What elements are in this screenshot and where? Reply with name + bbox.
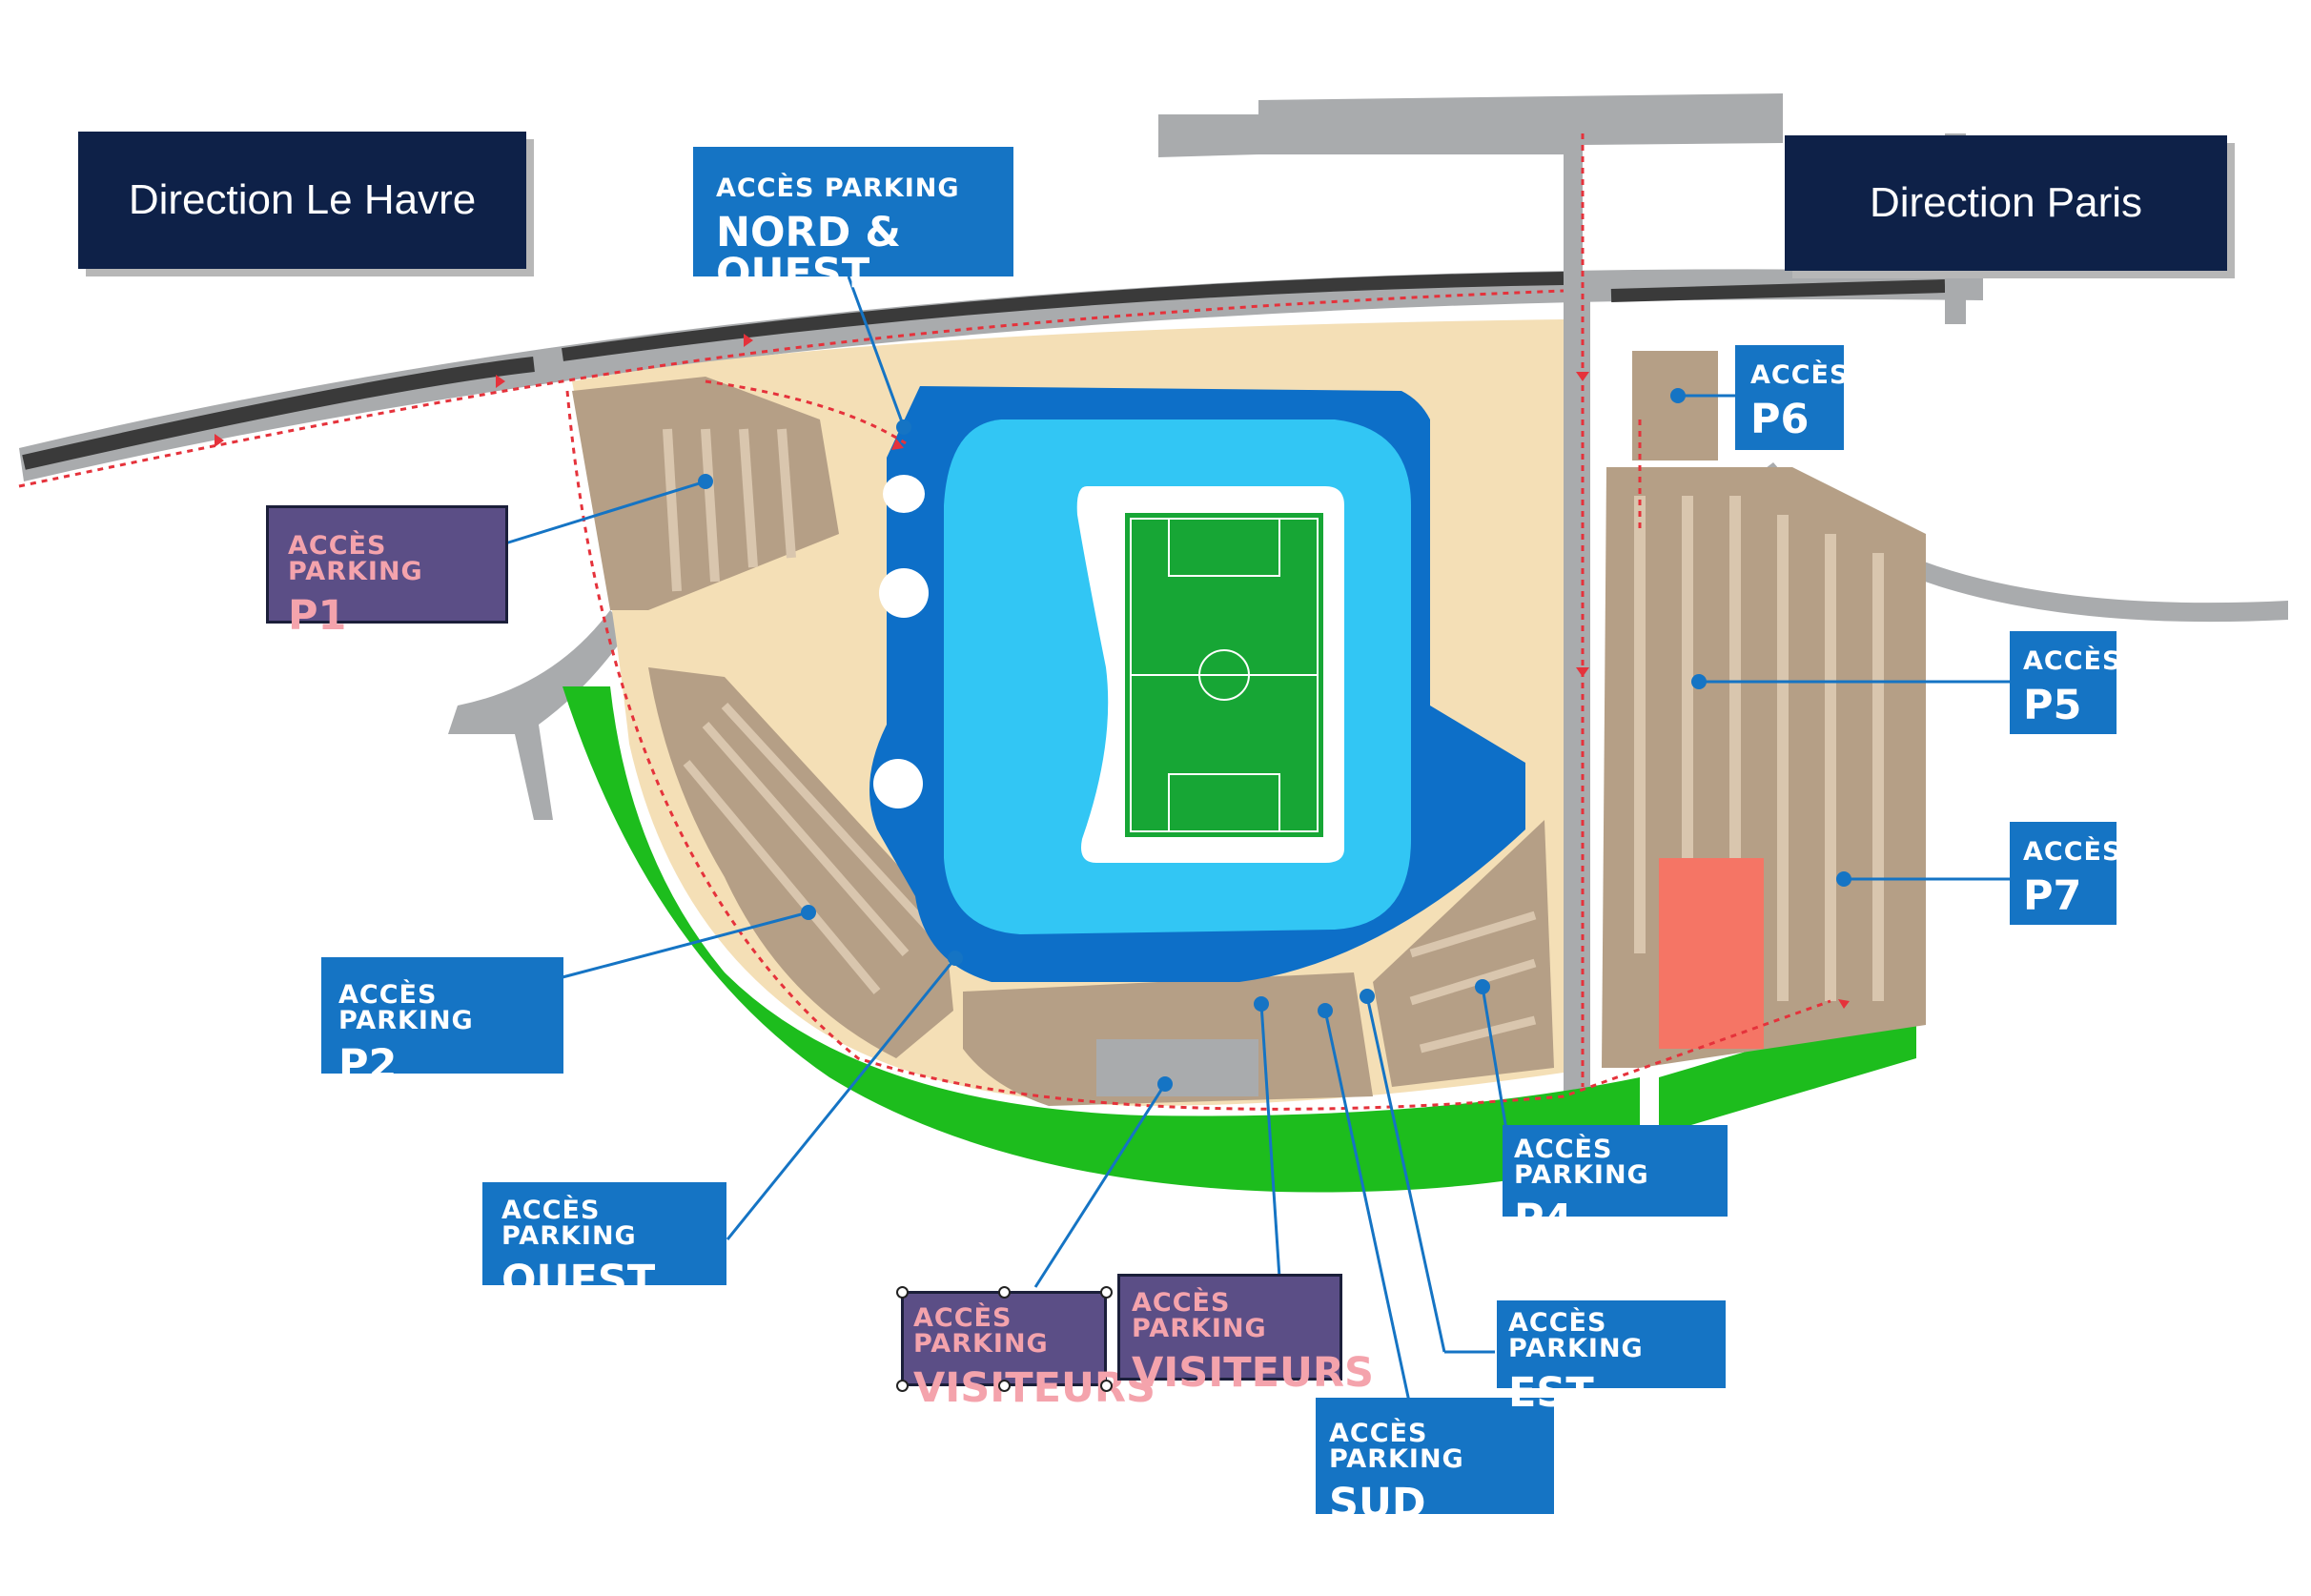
label-ouest: ACCÈS PARKING OUEST [482, 1182, 726, 1301]
parking-p4 [1373, 820, 1554, 1087]
selection-handle [998, 1286, 1011, 1299]
stadium-west-shapes [873, 475, 929, 808]
label-est: ACCÈS PARKING EST [1497, 1300, 1726, 1414]
label-nord-ouest-big: NORD & OUEST [716, 209, 901, 297]
access-point-dot [1360, 989, 1375, 1004]
label-sud-small: ACCÈS PARKING [1329, 1419, 1464, 1474]
label-p6-big: P6 [1750, 396, 1810, 443]
label-visiteurs-2-small: ACCÈS PARKING [1132, 1288, 1267, 1343]
access-point-dot [801, 905, 816, 920]
access-point-dot [1670, 388, 1686, 403]
parking-p2-rows [683, 702, 938, 994]
label-est-small: ACCÈS PARKING [1508, 1308, 1644, 1363]
access-point-dot [1318, 1003, 1333, 1018]
access-point-dot [698, 474, 713, 489]
label-p4: ACCÈS PARKING P4 [1503, 1125, 1728, 1240]
label-p1: ACCÈS PARKING P1 [266, 505, 508, 637]
vertical-road [1564, 276, 1590, 1096]
parking-p4-rows [1409, 911, 1537, 1054]
selection-handle [1100, 1380, 1113, 1392]
label-p4-big: P4 [1514, 1196, 1573, 1243]
parking-visiteurs-lot [1096, 1039, 1258, 1096]
top-road [1158, 93, 1783, 276]
label-nord-ouest: ACCÈS PARKING NORD & OUEST [693, 147, 1013, 295]
parking-p6 [1632, 351, 1718, 460]
parking-p1-rows [663, 428, 796, 592]
highway-divider [22, 357, 535, 470]
selection-handle [896, 1286, 909, 1299]
label-p2-small: ACCÈS PARKING [338, 980, 474, 1035]
direction-paris-text: Direction Paris [1869, 179, 2143, 226]
access-point-dot [896, 419, 911, 435]
label-p2-big: P2 [338, 1041, 398, 1089]
label-p6: ACCÈS P6 [1735, 345, 1850, 450]
direction-le-havre: Direction Le Havre [78, 132, 526, 269]
route-arrows [215, 334, 1850, 1009]
label-p4-small: ACCÈS PARKING [1514, 1135, 1649, 1190]
parking-p2 [648, 667, 953, 1058]
direction-paris: Direction Paris [1785, 135, 2227, 271]
selection-handle [998, 1380, 1011, 1392]
access-point-dots [698, 388, 1851, 1092]
reserved-zone [1659, 858, 1764, 1049]
green-space [562, 686, 1640, 1193]
access-point-dot [1254, 996, 1269, 1012]
label-visiteurs-1-big: VISITEURS [913, 1364, 1156, 1412]
access-point-dot [1691, 674, 1707, 689]
label-visiteurs-2-big: VISITEURS [1132, 1349, 1374, 1397]
selection-handle [896, 1380, 909, 1392]
label-p2: ACCÈS PARKING P2 [321, 957, 563, 1086]
label-p5-small: ACCÈS [2023, 646, 2122, 676]
label-visiteurs-2: ACCÈS PARKING VISITEURS [1117, 1274, 1374, 1394]
label-p7-big: P7 [2023, 872, 2082, 920]
leader-lines [504, 276, 2010, 1402]
label-p1-small: ACCÈS PARKING [288, 531, 423, 586]
label-p5-big: P5 [2023, 682, 2082, 729]
west-spur-road [448, 610, 629, 820]
label-nord-ouest-small: ACCÈS PARKING [716, 174, 960, 203]
label-sud: ACCÈS PARKING SUD [1316, 1398, 1554, 1524]
label-visiteurs-1-small: ACCÈS PARKING [913, 1303, 1049, 1359]
access-point-dot [1157, 1076, 1173, 1092]
direction-le-havre-text: Direction Le Havre [128, 176, 477, 223]
access-routes [18, 133, 1831, 1111]
label-p6-small: ACCÈS [1750, 360, 1850, 390]
highway-divider-2 [562, 272, 1565, 361]
access-point-dot [1475, 979, 1490, 994]
selection-handle [1100, 1286, 1113, 1299]
label-ouest-small: ACCÈS PARKING [501, 1196, 637, 1251]
label-sud-big: SUD [1329, 1480, 1426, 1527]
access-point-dot [1836, 871, 1851, 887]
label-p7-small: ACCÈS [2023, 837, 2122, 867]
label-est-big: EST [1508, 1369, 1594, 1417]
highway-divider-3 [1610, 279, 1946, 302]
label-p1-big: P1 [288, 592, 347, 640]
label-ouest-big: OUEST [501, 1257, 656, 1304]
pitch-markings [1130, 518, 1319, 832]
label-visiteurs-1: ACCÈS PARKING VISITEURS [901, 1291, 1156, 1409]
label-p7: ACCÈS P7 [2010, 822, 2122, 925]
label-p5: ACCÈS P5 [2010, 631, 2122, 734]
access-point-dot [948, 951, 963, 966]
